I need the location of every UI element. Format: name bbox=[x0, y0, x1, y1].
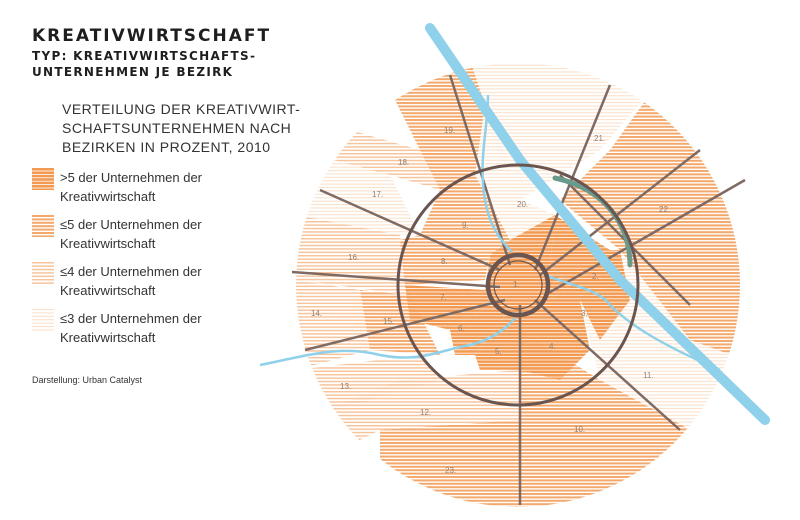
district-label-12: 12. bbox=[420, 408, 431, 417]
guertel-ring bbox=[396, 163, 640, 407]
district-label-18: 18. bbox=[398, 158, 409, 167]
legend-item-level4: >5 der Unternehmen der Kreativwirtschaft bbox=[32, 168, 272, 208]
legend-swatch-level4 bbox=[32, 168, 54, 190]
legend-label: ≤3 der Unternehmen der Kreativwirtschaft bbox=[60, 311, 202, 345]
district-label-6: 6. bbox=[458, 324, 465, 333]
district-label-14: 14. bbox=[311, 309, 322, 318]
district-label-16: 16. bbox=[348, 253, 359, 262]
district-label-3: 3. bbox=[581, 309, 588, 318]
district-15-area bbox=[360, 290, 440, 355]
legend-swatch-level2 bbox=[32, 262, 54, 284]
district-label-21: 21. bbox=[594, 134, 605, 143]
legend-swatch-level3 bbox=[32, 215, 54, 237]
ring-road bbox=[485, 252, 551, 318]
district-9-area bbox=[420, 175, 510, 255]
district-20-area bbox=[475, 105, 555, 240]
district-8-area bbox=[400, 235, 490, 285]
district-label-13: 13. bbox=[340, 382, 351, 391]
legend-label: >5 der Unternehmen der Kreativwirtschaft bbox=[60, 170, 203, 204]
road-west bbox=[291, 270, 501, 289]
credit-text: Darstellung: Urban Catalyst bbox=[32, 375, 143, 385]
ring-road-inner bbox=[493, 260, 543, 310]
district-5-area bbox=[475, 315, 520, 370]
district-labels: 1. 2. 3. 4. 5. 6. 7. 8. 9. 10. 11. 12. 1… bbox=[311, 126, 670, 475]
legend-item-level1: ≤3 der Unternehmen der Kreativwirtschaft bbox=[32, 309, 272, 349]
district-label-17: 17. bbox=[372, 190, 383, 199]
district-label-5: 5. bbox=[495, 347, 502, 356]
district-6-area bbox=[450, 305, 505, 355]
district-label-9: 9. bbox=[462, 221, 469, 230]
legend-label: ≤5 der Unternehmen der Kreativwirtschaft bbox=[60, 217, 202, 251]
danube-canal-lower bbox=[544, 273, 721, 372]
district-label-7: 7. bbox=[440, 293, 447, 302]
legend-item-level3: ≤5 der Unternehmen der Kreativwirtschaft bbox=[32, 215, 272, 255]
district-2-area bbox=[550, 215, 620, 285]
district-12-area bbox=[300, 370, 520, 470]
district-label-19: 19. bbox=[444, 126, 455, 135]
road-east bbox=[544, 178, 746, 297]
danube-river bbox=[425, 23, 770, 425]
district-label-1: 1. bbox=[513, 280, 520, 289]
district-label-23: 23. bbox=[445, 466, 456, 475]
map-subtitle: TYP: KREATIVWIRTSCHAFTS-UNTERNEHMEN JE B… bbox=[32, 49, 257, 79]
legend-title: VERTEILUNG DER KREATIVWIRT-SCHAFTSUNTERN… bbox=[62, 101, 301, 155]
district-4-area bbox=[520, 300, 590, 380]
district-label-22: 22. bbox=[659, 205, 670, 214]
district-label-15: 15. bbox=[383, 317, 394, 326]
district-13-area bbox=[296, 355, 440, 420]
legend-label: ≤4 der Unternehmen der Kreativwirtschaft bbox=[60, 264, 202, 298]
road-east-north bbox=[539, 149, 701, 276]
legend-swatch-level1 bbox=[32, 309, 54, 331]
map-title: KREATIVWIRTSCHAFT bbox=[32, 26, 272, 46]
district-label-11: 11. bbox=[643, 371, 654, 380]
district-label-4: 4. bbox=[549, 342, 556, 351]
district-label-20: 20. bbox=[517, 200, 528, 209]
river-wien bbox=[259, 317, 516, 367]
district-label-2: 2. bbox=[592, 272, 599, 281]
danube-canal-upper bbox=[481, 94, 513, 253]
legend-item-level2: ≤4 der Unternehmen der Kreativwirtschaft bbox=[32, 262, 272, 302]
district-label-10: 10. bbox=[574, 425, 585, 434]
district-label-8: 8. bbox=[441, 257, 448, 266]
